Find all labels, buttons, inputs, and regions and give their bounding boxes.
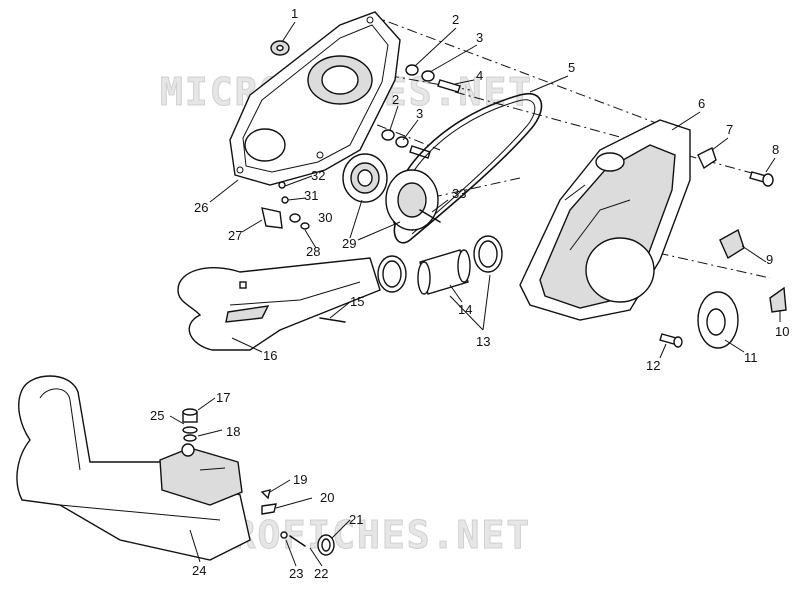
clip (697, 147, 717, 170)
decal-10 (769, 286, 787, 313)
callout-2: 2 (452, 12, 459, 27)
filler-cap-stack (182, 408, 198, 442)
callout-13: 13 (476, 334, 490, 349)
callout-26: 26 (194, 200, 208, 215)
callout-labels: 1 2 3 4 5 6 7 8 9 10 11 12 13 14 15 16 1… (150, 6, 789, 581)
callout-19: 19 (293, 472, 307, 487)
gasket-ring (697, 291, 739, 349)
callout-5: 5 (568, 60, 575, 75)
lower-duct (16, 375, 251, 561)
callout-10: 10 (775, 324, 789, 339)
callout-14: 14 (458, 302, 472, 317)
callout-18: 18 (226, 424, 240, 439)
callout-4: 4 (476, 68, 483, 83)
screw-12 (659, 333, 683, 348)
callout-31: 31 (304, 188, 318, 203)
drive-belt (391, 92, 543, 244)
callout-33: 33 (452, 186, 466, 201)
decal-9 (719, 228, 745, 260)
callout-15: 15 (350, 294, 364, 309)
callout-6: 6 (698, 96, 705, 111)
callout-28: 28 (306, 244, 320, 259)
cover-vent (595, 152, 625, 172)
callout-24: 24 (192, 563, 206, 578)
callout-32: 32 (311, 168, 325, 183)
hose (417, 249, 471, 295)
callout-21: 21 (349, 512, 363, 527)
callout-2b: 2 (392, 92, 399, 107)
callout-23: 23 (289, 566, 303, 581)
callout-25: 25 (150, 408, 164, 423)
inner-cover-plate (229, 11, 401, 186)
small-fittings (261, 181, 310, 230)
callout-1: 1 (291, 6, 298, 21)
leader-lines (169, 21, 781, 567)
outer-clutch-cover (519, 119, 691, 321)
intake-duct (177, 257, 381, 351)
callout-11: 11 (744, 350, 758, 365)
callout-29: 29 (342, 236, 356, 251)
bolt-8 (749, 171, 774, 187)
callout-17: 17 (216, 390, 230, 405)
callout-7: 7 (726, 122, 733, 137)
callout-20: 20 (320, 490, 334, 505)
seal-ring (342, 153, 388, 203)
callout-16: 16 (263, 348, 277, 363)
cover-dome (585, 237, 655, 303)
washers-and-bolts-upper (381, 64, 461, 159)
screw-15 (319, 317, 346, 323)
hose-clamps (377, 235, 503, 293)
callout-8: 8 (772, 142, 779, 157)
callout-27: 27 (228, 228, 242, 243)
washer-1 (270, 40, 290, 56)
callout-12: 12 (646, 358, 660, 373)
callout-3b: 3 (416, 106, 423, 121)
callout-22: 22 (314, 566, 328, 581)
callout-9: 9 (766, 252, 773, 267)
callout-3: 3 (476, 30, 483, 45)
small-parts-lower (260, 489, 335, 556)
clutch-plate (385, 169, 441, 231)
callout-30: 30 (318, 210, 332, 225)
